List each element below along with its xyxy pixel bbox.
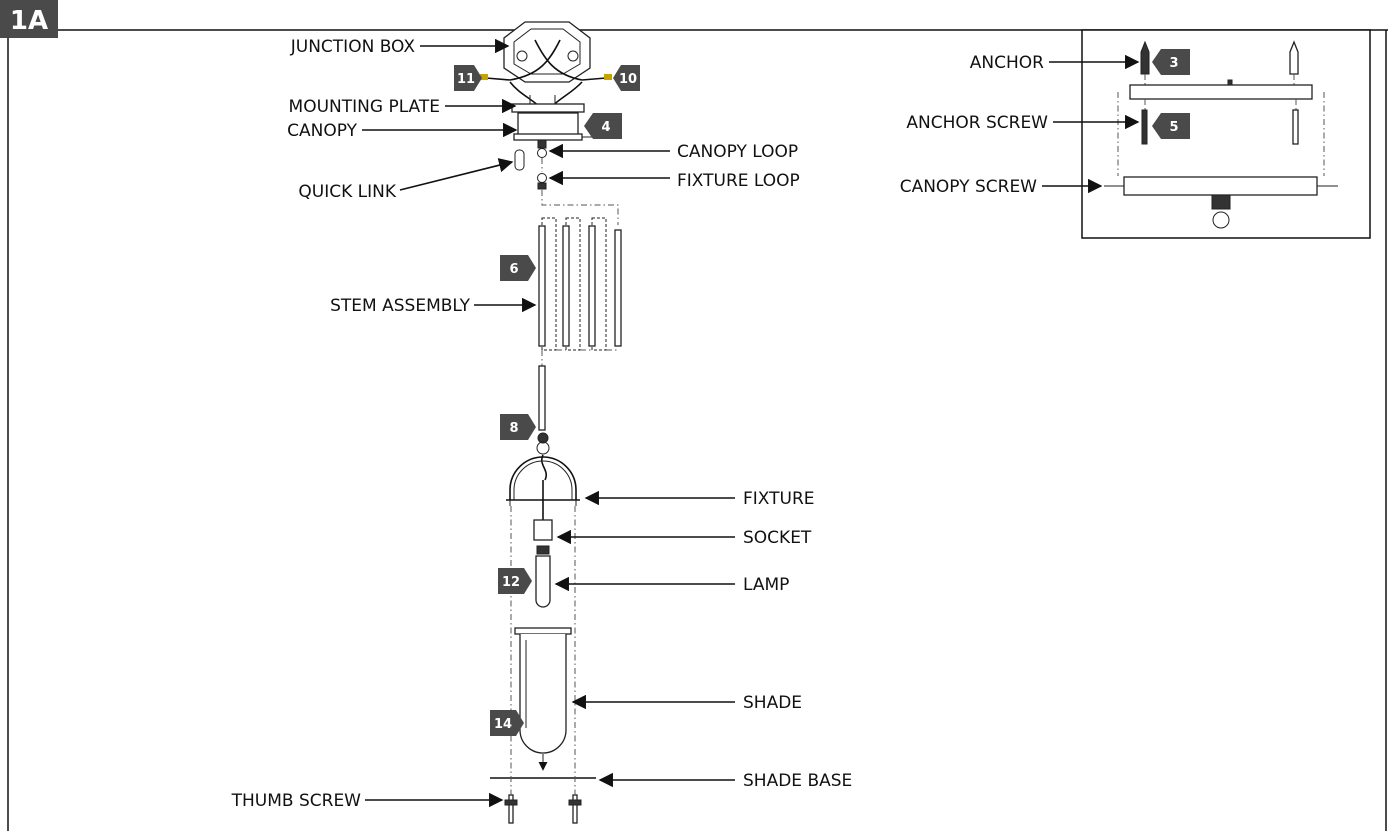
label-anchor: ANCHOR bbox=[970, 53, 1044, 73]
step-tag-5: 5 bbox=[1152, 113, 1190, 139]
svg-text:6: 6 bbox=[509, 262, 518, 277]
thumb-screw-drawing bbox=[504, 794, 582, 824]
label-canopy: CANOPY bbox=[287, 121, 357, 141]
lamp-drawing bbox=[535, 555, 551, 608]
label-anchor-screw: ANCHOR SCREW bbox=[906, 113, 1048, 133]
label-shade-base: SHADE BASE bbox=[743, 771, 852, 791]
svg-text:10: 10 bbox=[619, 72, 637, 87]
label-mounting-plate: MOUNTING PLATE bbox=[289, 97, 440, 117]
mounting-plate-drawing bbox=[511, 103, 585, 113]
inset-callouts: ANCHOR ANCHOR SCREW CANOPY SCREW 3 5 bbox=[900, 49, 1190, 197]
socket-drawing bbox=[533, 519, 553, 541]
fixture-drawing bbox=[506, 456, 580, 520]
label-shade: SHADE bbox=[743, 693, 802, 713]
callouts: JUNCTION BOX MOUNTING PLATE CANOPY CANOP… bbox=[231, 37, 853, 811]
quick-link-drawing bbox=[514, 149, 525, 171]
label-stem-assembly: STEM ASSEMBLY bbox=[330, 296, 470, 316]
step-tag-6: 6 bbox=[500, 255, 536, 281]
label-junction-box: JUNCTION BOX bbox=[290, 37, 416, 57]
fixture-loop-drawing bbox=[537, 173, 547, 183]
anchor-screw-drawing bbox=[1141, 109, 1148, 145]
step-tag-4: 4 bbox=[584, 113, 622, 139]
canopy-loop-drawing bbox=[537, 148, 547, 158]
pendant-assembly-drawing bbox=[480, 21, 622, 824]
label-fixture-loop: FIXTURE LOOP bbox=[677, 171, 800, 191]
label-lamp: LAMP bbox=[743, 575, 789, 595]
canopy-drawing bbox=[513, 112, 592, 141]
junction-box-drawing bbox=[480, 21, 612, 83]
label-canopy-screw: CANOPY SCREW bbox=[900, 177, 1037, 197]
step-tag-14: 14 bbox=[490, 710, 524, 736]
svg-text:14: 14 bbox=[494, 717, 512, 732]
step-tags: 11 10 4 6 8 12 14 bbox=[454, 65, 640, 736]
label-canopy-loop: CANOPY LOOP bbox=[677, 142, 798, 162]
step-tag-12: 12 bbox=[498, 568, 532, 594]
svg-text:5: 5 bbox=[1169, 120, 1178, 135]
figure-id: 1A bbox=[10, 6, 48, 36]
label-quick-link: QUICK LINK bbox=[298, 182, 396, 202]
anchor-drawing bbox=[1140, 40, 1150, 75]
svg-text:8: 8 bbox=[509, 421, 518, 436]
svg-text:3: 3 bbox=[1169, 56, 1178, 71]
step-tag-3: 3 bbox=[1152, 49, 1190, 75]
step-tag-10: 10 bbox=[613, 65, 640, 91]
label-fixture: FIXTURE bbox=[743, 489, 815, 509]
step-tag-8: 8 bbox=[500, 414, 536, 440]
label-socket: SOCKET bbox=[743, 528, 812, 548]
svg-text:4: 4 bbox=[601, 120, 610, 135]
svg-text:11: 11 bbox=[457, 72, 475, 87]
figure-badge bbox=[0, 0, 58, 38]
shade-drawing bbox=[514, 627, 572, 754]
svg-text:12: 12 bbox=[502, 575, 520, 590]
label-thumb-screw: THUMB SCREW bbox=[231, 791, 362, 811]
stem-assembly-drawing bbox=[538, 217, 622, 431]
step-tag-11: 11 bbox=[454, 65, 482, 91]
